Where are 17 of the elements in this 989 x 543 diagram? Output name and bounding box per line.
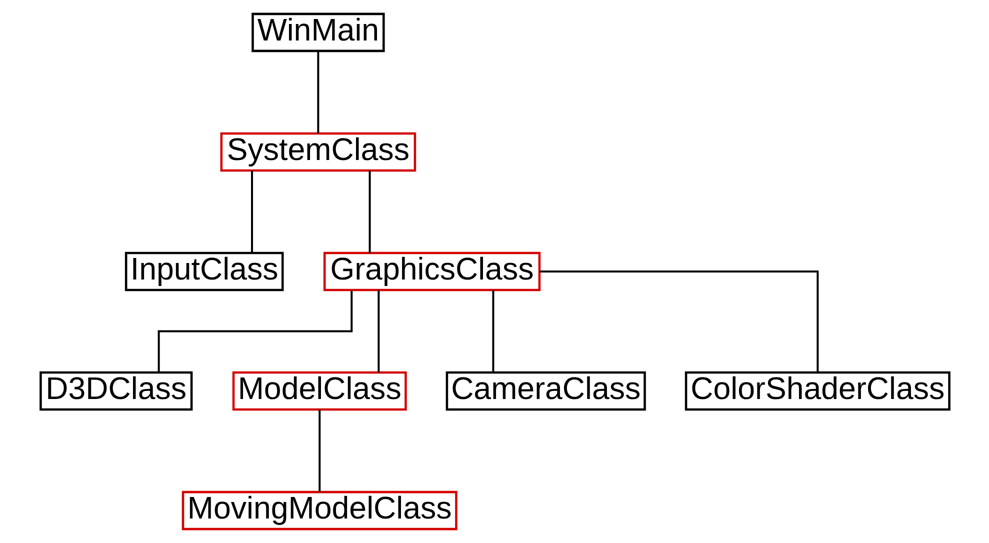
node-box: SystemClass [220, 132, 416, 172]
node-box: MovingModelClass [181, 490, 457, 530]
node-box: ColorShaderClass [684, 371, 950, 411]
node-box: D3DClass [39, 371, 192, 411]
connector [539, 270, 818, 372]
connector [368, 170, 370, 253]
connector [316, 51, 319, 134]
connector [250, 170, 252, 253]
node-box: CameraClass [445, 371, 646, 411]
node-box: WinMain [251, 12, 384, 52]
connector [492, 290, 494, 372]
connector [318, 410, 320, 492]
node-box: ModelClass [232, 371, 406, 411]
connector [157, 290, 352, 372]
node-box: InputClass [124, 252, 284, 292]
node-box: GraphicsClass [322, 252, 540, 292]
connector [377, 290, 380, 372]
